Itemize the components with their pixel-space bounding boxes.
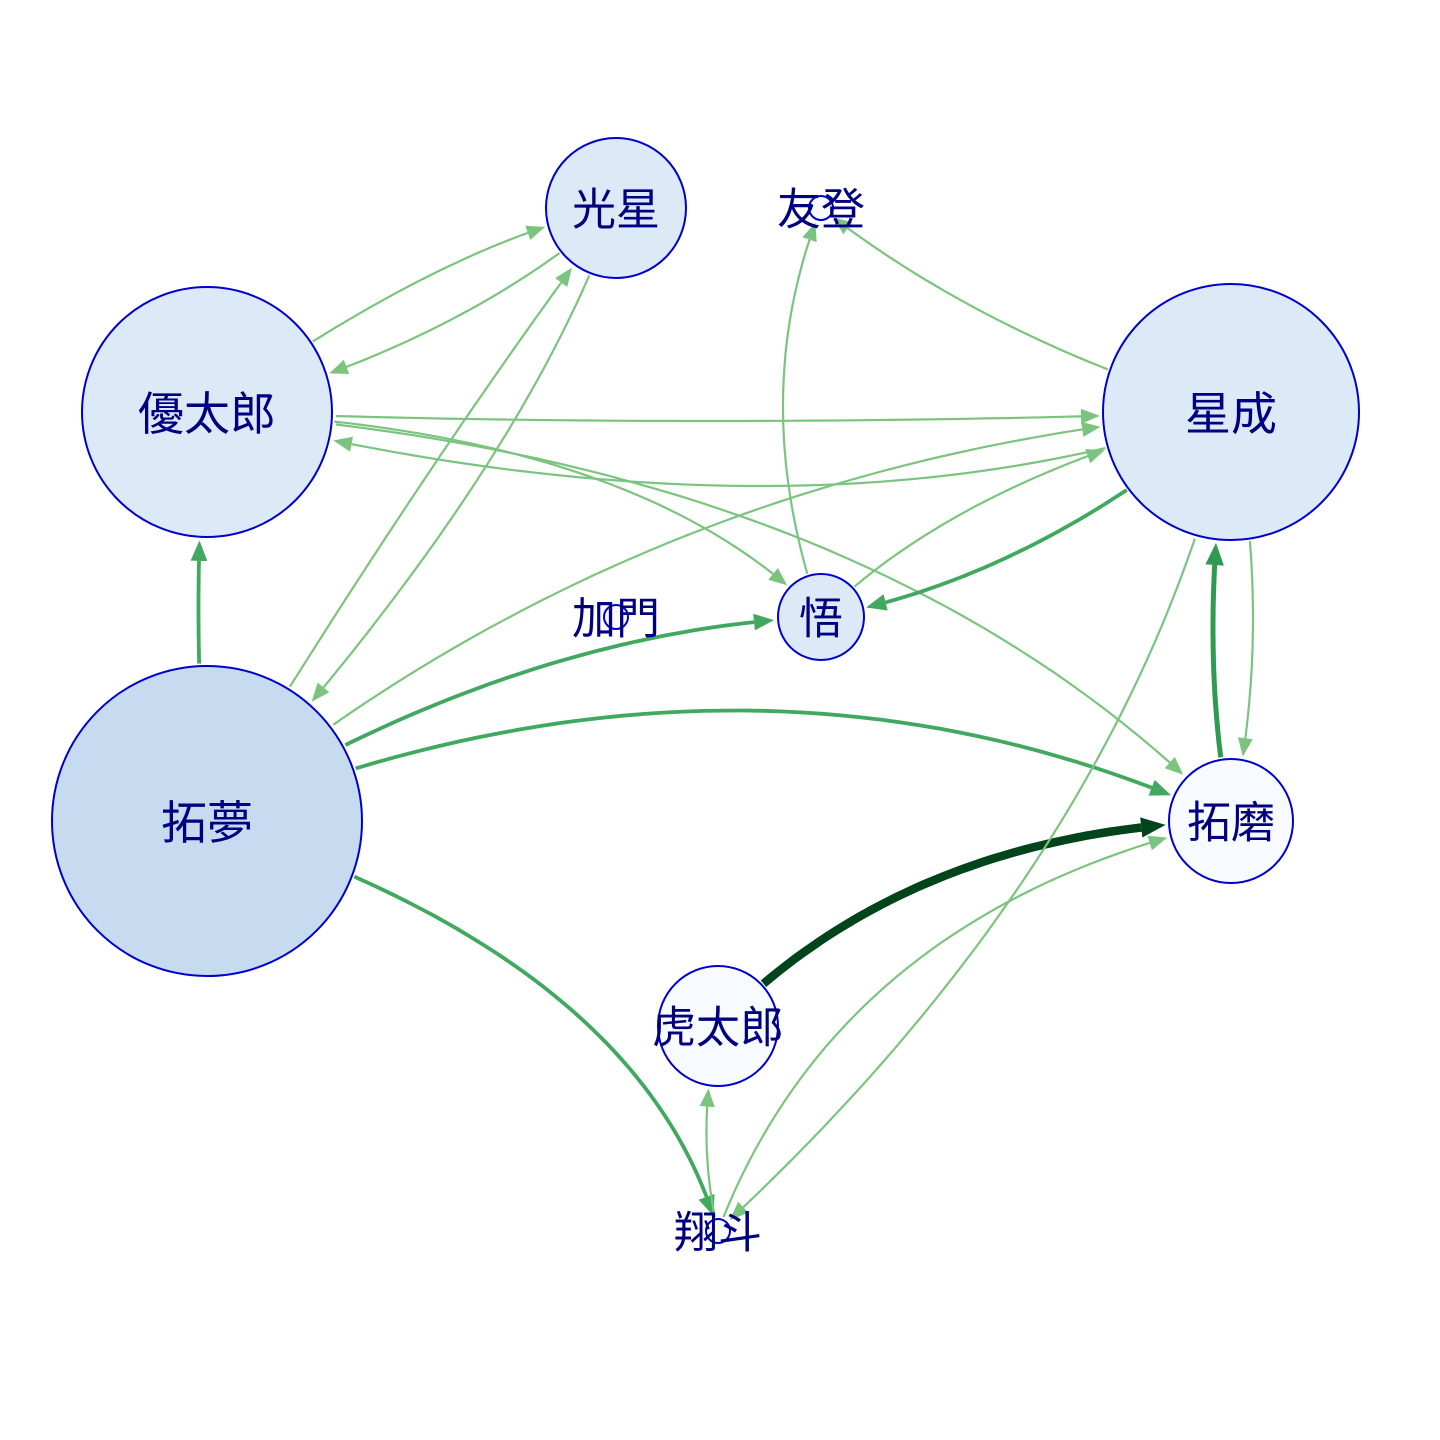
node-seina[interactable]: 星成 <box>1102 283 1360 541</box>
edge-kotaro-to-takuma <box>760 823 1142 987</box>
node-takuma[interactable]: 拓磨 <box>1168 758 1294 884</box>
node-yutaro[interactable]: 優太郎 <box>81 286 333 538</box>
node-circle-kamon[interactable] <box>603 604 629 630</box>
edge-takuma-to-seina <box>1210 564 1224 758</box>
arrowhead-takumu-to-kosei <box>555 267 572 287</box>
arrowhead-satoru-to-yuto <box>802 222 817 243</box>
arrowhead-satoru-to-seina <box>1085 449 1105 464</box>
node-kamon[interactable]: 加門 <box>572 594 660 645</box>
node-label-satoru: 悟 <box>799 594 843 645</box>
node-circle-kosei[interactable] <box>545 137 687 279</box>
edge-yutaro-to-satoru <box>334 420 774 575</box>
edges-layer <box>190 217 1255 1221</box>
arrowhead-shoto-to-takuma <box>1147 835 1168 851</box>
node-shoto[interactable]: 翔斗 <box>674 1208 762 1259</box>
node-label-kosei: 光星 <box>572 185 660 236</box>
edge-seina-to-shoto <box>742 538 1196 1209</box>
arrowhead-seina-to-yuto <box>833 217 853 235</box>
node-takumu[interactable]: 拓夢 <box>51 665 363 977</box>
edge-seina-to-yutaro <box>351 443 1106 488</box>
arrowhead-yutaro-to-takuma <box>1164 756 1184 775</box>
node-circle-yuto[interactable] <box>808 195 834 221</box>
edge-takumu-to-shoto <box>353 874 709 1198</box>
edge-shoto-to-takuma <box>722 841 1151 1218</box>
node-label-yuto: 友登 <box>777 185 865 236</box>
node-label-kamon: 加門 <box>572 594 660 645</box>
node-circle-satoru[interactable] <box>777 573 865 661</box>
node-label-kotaro: 虎太郎 <box>652 1003 784 1054</box>
edge-kosei-to-yutaro <box>346 252 561 368</box>
node-circle-yutaro[interactable] <box>81 286 333 538</box>
edge-takumu-to-takuma <box>355 708 1153 790</box>
node-label-shoto: 翔斗 <box>674 1208 762 1259</box>
edge-yutaro-to-takuma <box>335 423 1171 764</box>
arrowhead-seina-to-satoru <box>866 594 888 611</box>
edge-satoru-to-seina <box>853 455 1089 588</box>
node-label-takumu: 拓夢 <box>161 796 253 850</box>
arrowhead-yutaro-to-kosei <box>525 225 546 240</box>
arrowhead-yutaro-to-seina <box>1080 408 1100 424</box>
arrowhead-seina-to-takuma <box>1237 737 1253 757</box>
arrowhead-takumu-to-satoru <box>753 613 774 631</box>
edge-takumu-to-yutaro <box>196 560 201 664</box>
edge-kosei-to-takumu <box>322 274 591 689</box>
arrowhead-seina-to-shoto <box>729 1201 749 1221</box>
arrowhead-shoto-to-kotaro <box>699 1088 715 1108</box>
edge-takumu-to-seina <box>332 428 1083 726</box>
node-circle-takuma[interactable] <box>1168 758 1294 884</box>
edge-seina-to-yuto <box>847 227 1109 371</box>
edge-takumu-to-satoru <box>344 620 755 747</box>
arrowhead-takumu-to-yutaro <box>190 540 208 562</box>
node-circle-seina[interactable] <box>1102 283 1360 541</box>
arrowhead-kosei-to-takumu <box>311 682 330 702</box>
node-kosei[interactable]: 光星 <box>545 137 687 279</box>
arrowhead-kotaro-to-takuma <box>1140 817 1166 838</box>
edge-yutaro-to-seina <box>335 415 1082 423</box>
node-yuto[interactable]: 友登 <box>777 185 865 236</box>
arrowhead-takumu-to-seina <box>1081 421 1101 437</box>
node-circle-kotaro[interactable] <box>657 965 779 1087</box>
arrowhead-seina-to-yutaro <box>333 436 353 452</box>
node-label-seina: 星成 <box>1185 387 1277 441</box>
node-circle-takumu[interactable] <box>51 665 363 977</box>
edge-yutaro-to-kosei <box>312 231 529 343</box>
edge-satoru-to-yuto <box>781 239 811 575</box>
edge-seina-to-satoru <box>885 488 1128 605</box>
edge-seina-to-takuma <box>1244 541 1255 739</box>
arrowhead-yutaro-to-satoru <box>768 568 788 586</box>
arrowhead-takuma-to-seina <box>1205 542 1224 566</box>
node-label-takuma: 拓磨 <box>1187 798 1275 849</box>
node-circle-shoto[interactable] <box>705 1218 731 1244</box>
edge-takumu-to-kosei <box>288 281 563 688</box>
node-label-yutaro: 優太郎 <box>138 387 276 441</box>
arrowhead-kosei-to-yutaro <box>329 359 350 374</box>
arrowhead-takumu-to-takuma <box>1148 779 1172 796</box>
edge-shoto-to-kotaro <box>705 1106 716 1218</box>
node-kotaro[interactable]: 虎太郎 <box>652 965 784 1087</box>
node-satoru[interactable]: 悟 <box>777 573 865 661</box>
arrowhead-takumu-to-shoto <box>698 1194 715 1216</box>
